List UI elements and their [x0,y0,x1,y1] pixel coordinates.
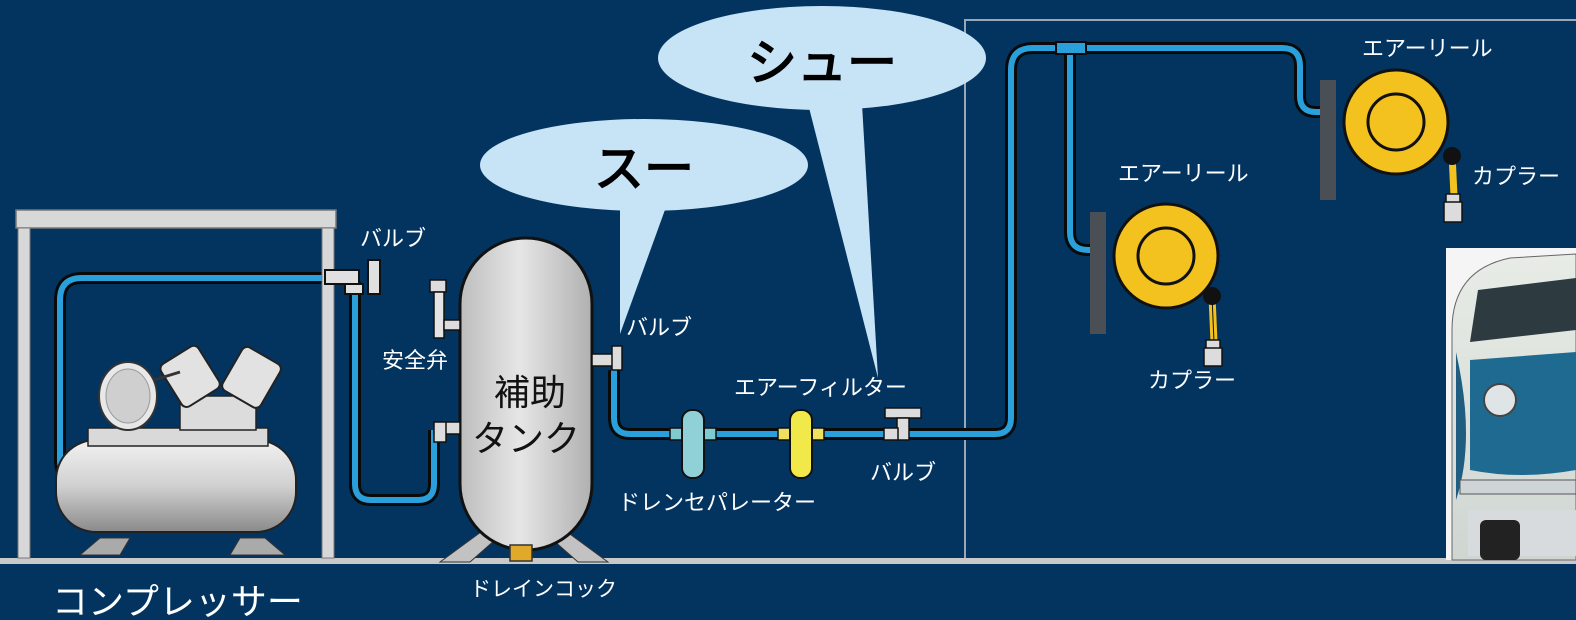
valve-icon [324,259,381,295]
air-reel-label-1: エアーリール [1118,162,1249,187]
drain-separator-label: ドレンセパレーター [618,491,816,516]
drain-cock-label: ドレインコック [470,577,617,601]
van-photo [1446,248,1576,561]
valve-label-top: バルブ [360,227,426,252]
tank-label-line1: 補助 [494,373,566,414]
pipe-network [54,41,1330,506]
valve-label-bottom: バルブ [870,461,936,486]
bubble-text-large: シュー [747,34,897,92]
hose-reel-icon [1090,202,1223,367]
drain-separator-icon [669,409,717,479]
coupler-label-2: カプラー [1472,165,1560,190]
tank-inlet-pipe [352,282,437,503]
air-filter-label: エアーフィルター [734,376,907,401]
tank-label-line2: タンク [472,419,580,460]
safety-valve-label: 安全弁 [382,349,448,374]
air-filter-icon [777,409,825,479]
compressor-label: コンプレッサー [52,582,303,620]
compressor-pipe [57,275,325,301]
main-pipe [611,45,1330,437]
branch-pipe [1067,54,1100,253]
speech-bubble-large [658,6,986,378]
bubble-text-small: スー [594,140,694,198]
tank-icon [429,236,623,563]
hose-reel-icon [1320,68,1463,223]
speech-bubble-small [480,119,808,334]
valve-label-right: バルブ [626,316,692,341]
coupler-label-1: カプラー [1148,369,1236,394]
air-compressor-icon [15,209,337,559]
valve-icon [883,407,922,441]
air-reel-label-2: エアーリール [1362,37,1493,62]
